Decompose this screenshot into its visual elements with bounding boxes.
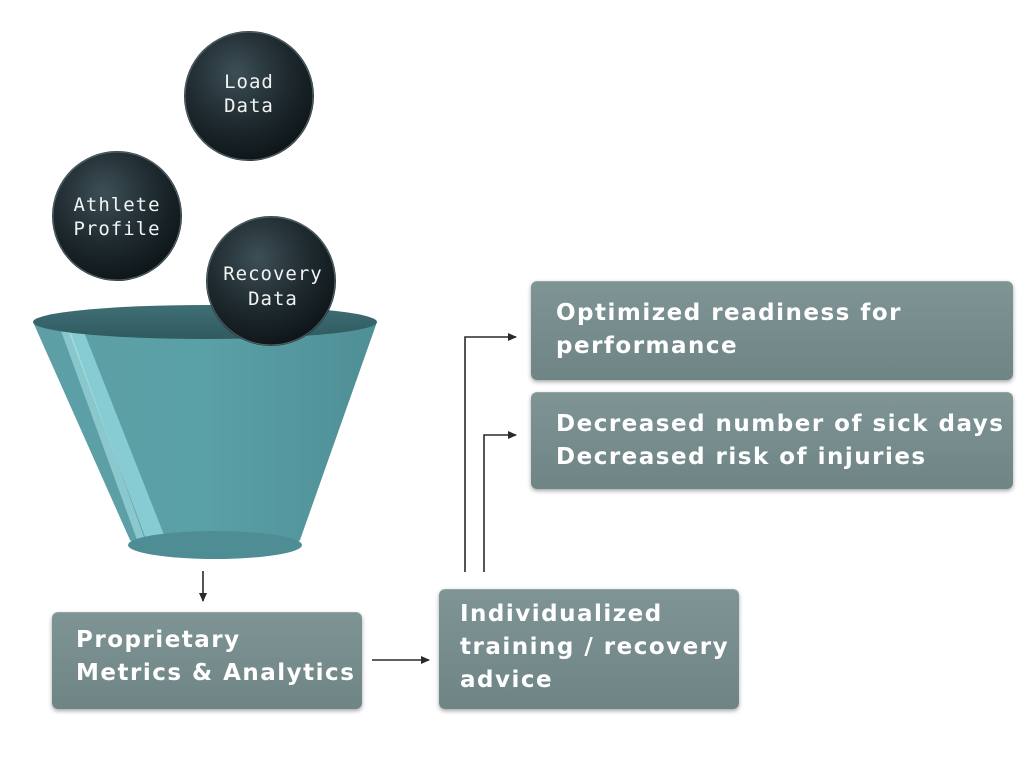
readiness-line-1: Optimized readiness for: [556, 300, 903, 326]
ball-label-athlete-1: Athlete: [73, 194, 160, 216]
advice-line-3: advice: [460, 667, 554, 693]
arrow-advice-to-outcomes: [483, 431, 517, 572]
metrics-analytics-box: Proprietary Metrics & Analytics: [52, 612, 362, 709]
funnel-highlight: [68, 330, 168, 550]
ball-label-recovery-1: Recovery: [223, 263, 323, 285]
metrics-line-2: Metrics & Analytics: [76, 660, 356, 686]
outcome-line-2: Decreased risk of injuries: [556, 444, 927, 470]
funnel-highlight-inner: [60, 328, 148, 548]
individualized-advice-box: Individualized training / recovery advic…: [439, 589, 739, 709]
ball-label-athlete-2: Profile: [73, 218, 160, 240]
input-ball-athlete: Athlete Profile: [52, 151, 182, 281]
funnel-bottom: [128, 531, 302, 559]
metrics-line-1: Proprietary: [76, 627, 241, 653]
funnel: [33, 305, 377, 559]
health-outcome-box: Decreased number of sick days Decreased …: [531, 392, 1013, 489]
readiness-outcome-box: Optimized readiness for performance: [531, 281, 1013, 380]
outcome-line-1: Decreased number of sick days: [556, 411, 1005, 437]
ball-label-recovery-2: Data: [248, 288, 298, 310]
advice-line-2: training / recovery: [460, 634, 730, 660]
arrow-advice-to-readiness: [464, 333, 517, 572]
input-ball-load: Load Data: [184, 31, 314, 161]
funnel-body: [33, 322, 377, 555]
advice-line-1: Individualized: [460, 601, 663, 627]
ball-label-load-1: Load: [224, 71, 274, 93]
input-ball-recovery: Recovery Data: [206, 216, 336, 346]
ball-label-load-2: Data: [224, 95, 274, 117]
readiness-line-2: performance: [556, 333, 739, 359]
